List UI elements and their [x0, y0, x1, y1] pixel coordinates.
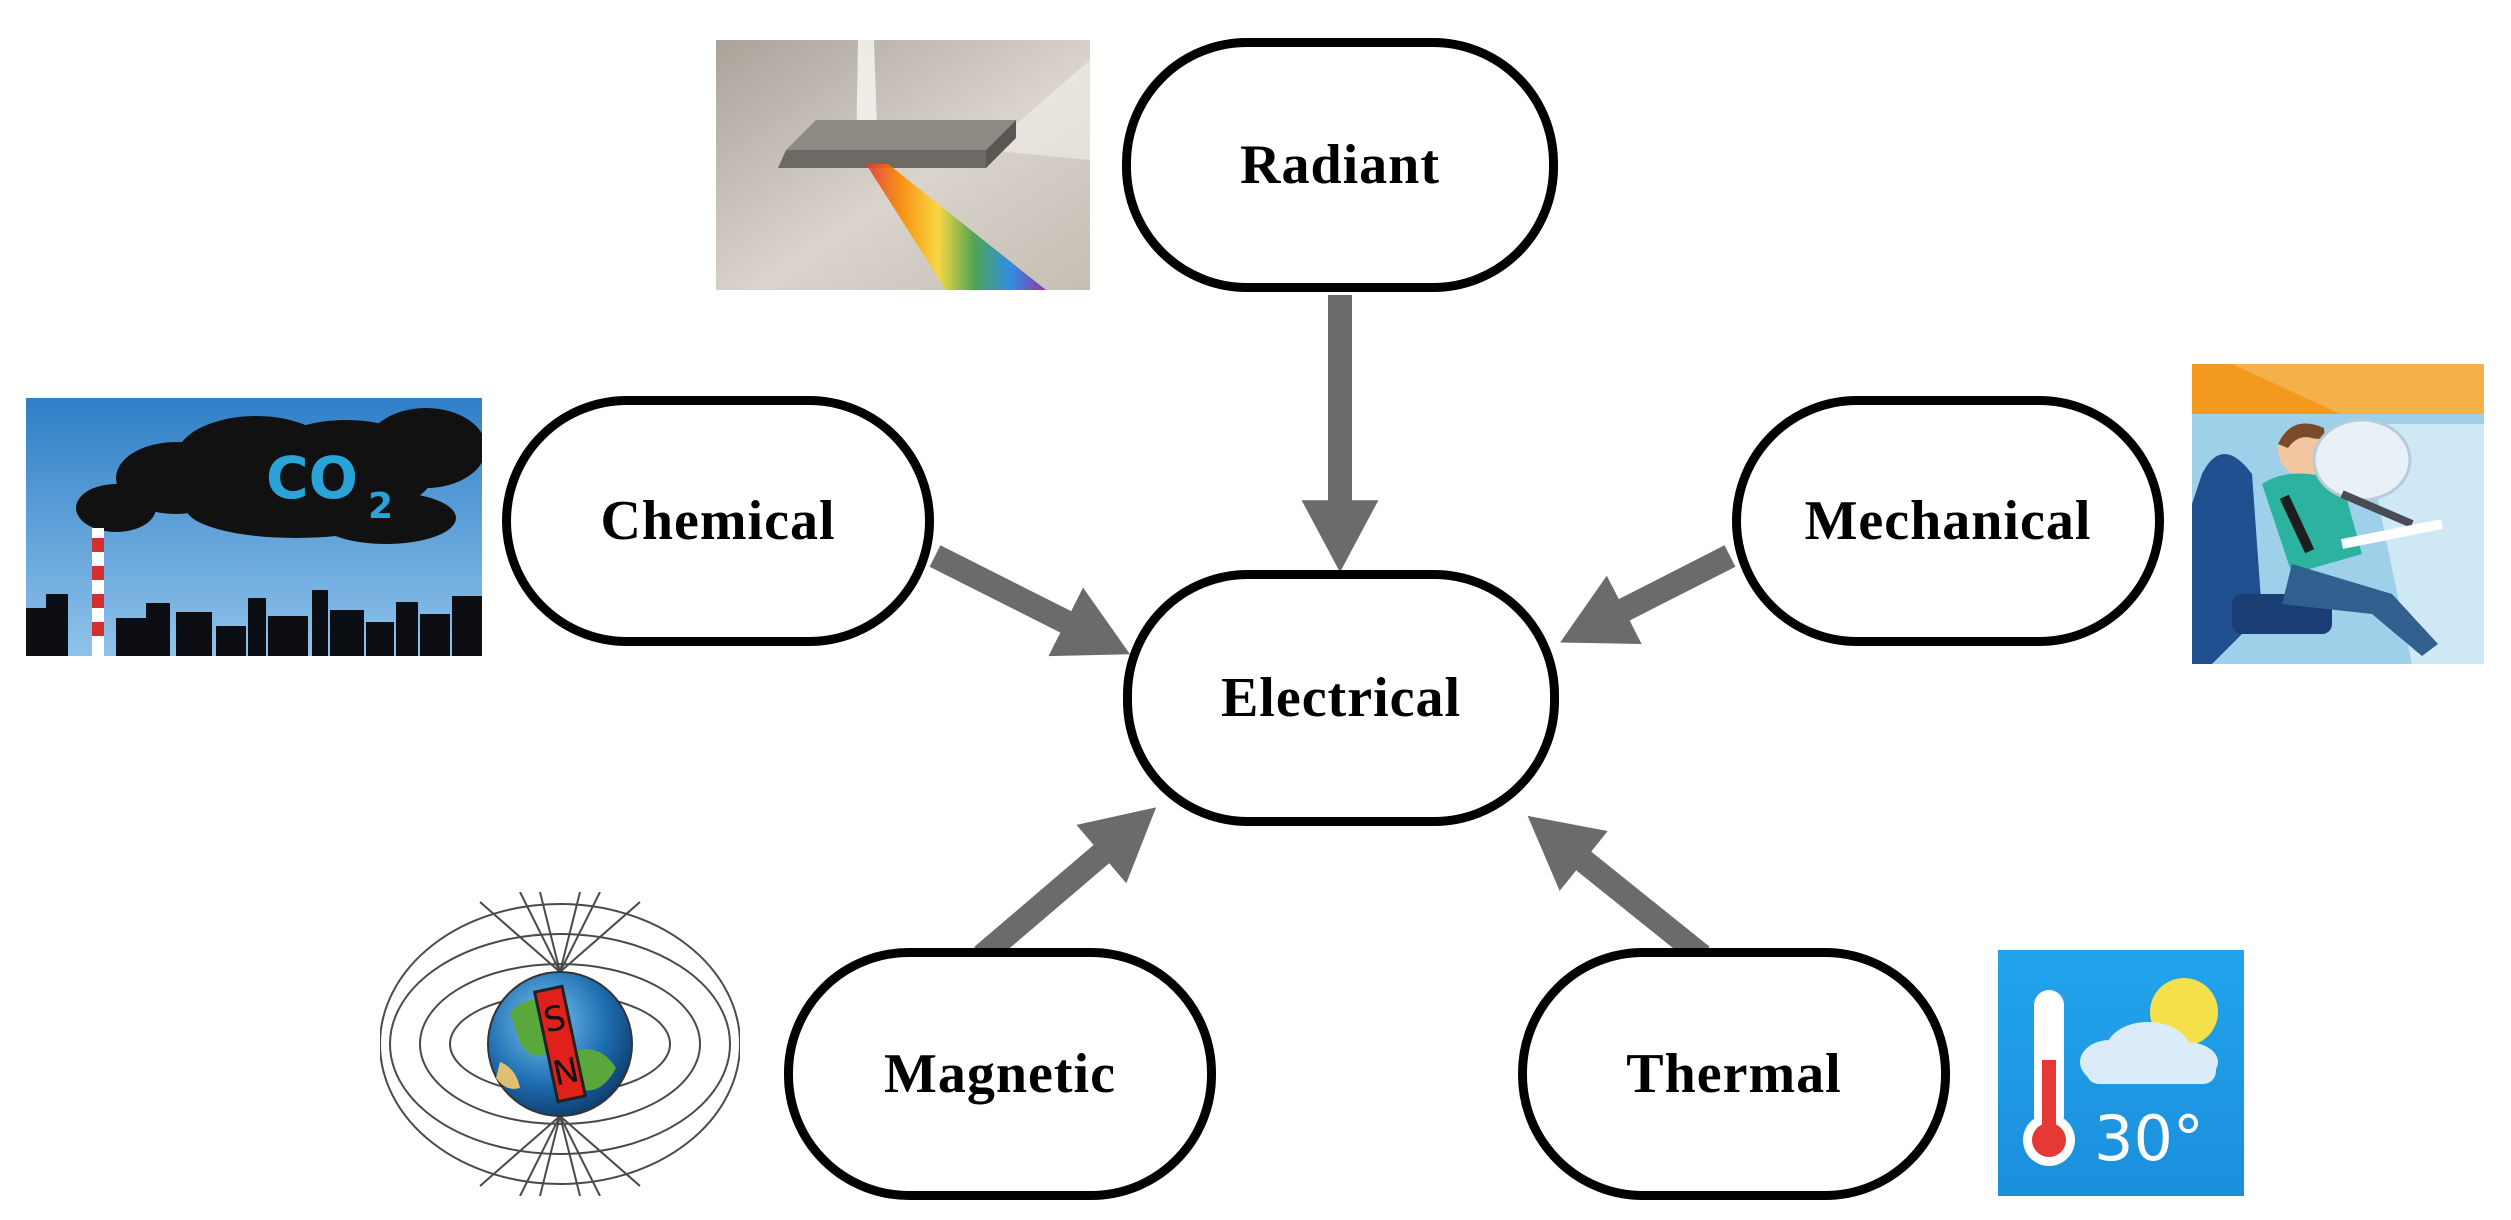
arrow-chemical-to-electrical	[929, 545, 1131, 657]
node-electrical: Electrical	[1123, 570, 1559, 826]
co2-smokestack-icon: CO 2	[26, 398, 482, 656]
node-mechanical: Mechanical	[1732, 396, 2164, 646]
co2-label: CO	[266, 444, 358, 512]
node-label-thermal: Thermal	[1626, 1043, 1842, 1105]
prism-rainbow-icon	[716, 40, 1090, 290]
earth-magnet-field-icon: S N	[380, 892, 740, 1196]
node-thermal: Thermal	[1518, 948, 1950, 1200]
temperature-reading: 30°	[2094, 1102, 2204, 1175]
arrow-magnetic-to-electrical	[974, 807, 1157, 966]
node-magnetic: Magnetic	[784, 948, 1216, 1200]
node-chemical: Chemical	[502, 396, 934, 646]
arrow-thermal-to-electrical	[1527, 815, 1710, 966]
node-label-radiant: Radiant	[1240, 134, 1440, 196]
node-label-mechanical: Mechanical	[1804, 490, 2092, 552]
node-label-electrical: Electrical	[1220, 667, 1462, 729]
arrow-mechanical-to-electrical	[1560, 545, 1736, 645]
node-label-chemical: Chemical	[600, 490, 836, 552]
co2-subscript: 2	[368, 486, 393, 527]
node-label-magnetic: Magnetic	[884, 1043, 1116, 1105]
node-radiant: Radiant	[1122, 38, 1558, 292]
weather-thermometer-icon: 30°	[1998, 950, 2244, 1196]
car-airbag-icon	[2192, 364, 2484, 664]
